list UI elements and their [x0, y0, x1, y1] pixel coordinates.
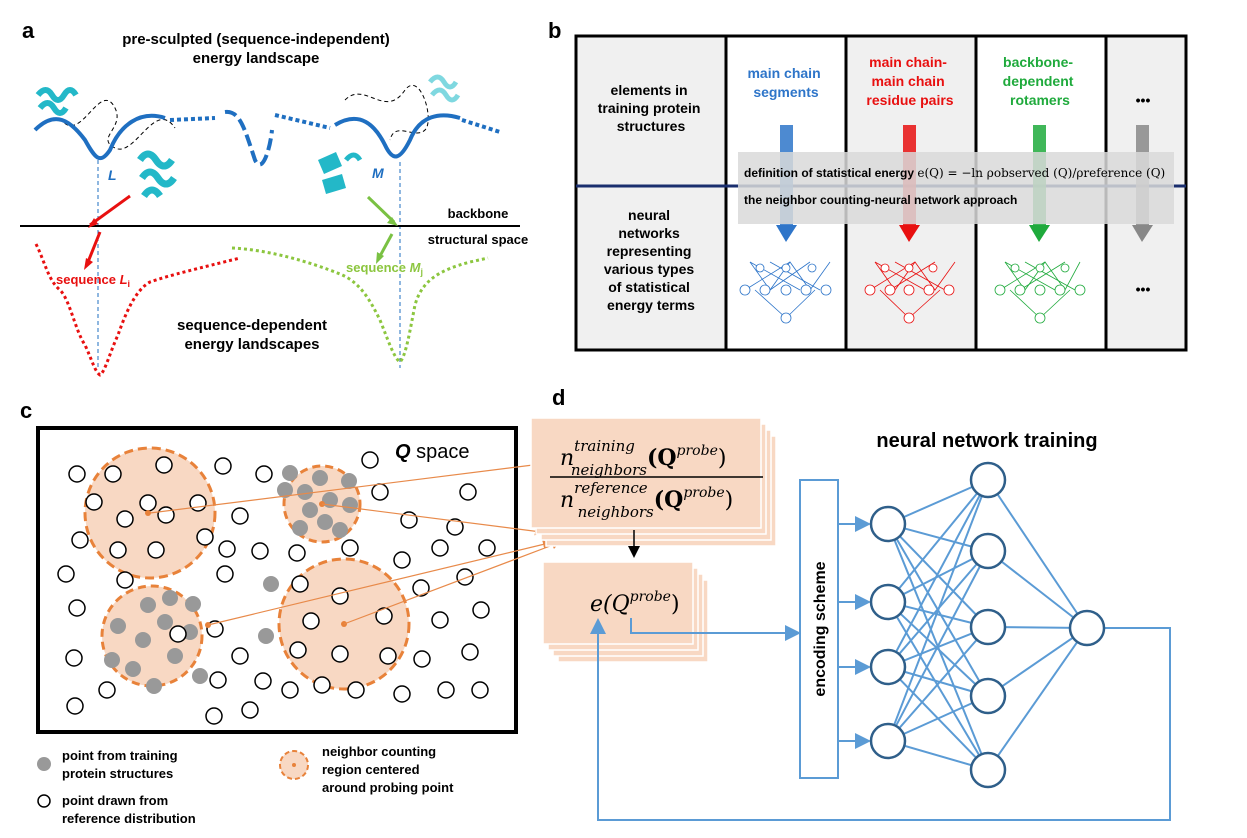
sequence-M-landscape — [231, 246, 489, 364]
ratio-box — [530, 417, 762, 529]
hidden-node — [969, 751, 1007, 789]
output-node — [1068, 609, 1106, 647]
panel-d-letter: d — [552, 385, 565, 410]
connection-lines — [149, 460, 561, 626]
sequence-L-landscape — [34, 243, 241, 377]
hidden-node — [969, 608, 1007, 646]
protein-icon-left — [35, 87, 79, 116]
gray-points — [104, 465, 358, 694]
panel-a-title-2: energy landscape — [193, 50, 320, 67]
legend-reference: point drawn from reference distribution — [62, 793, 196, 826]
feedback-lines — [590, 618, 1171, 821]
panel-b-letter: b — [548, 18, 561, 43]
protein-icon-L — [137, 150, 177, 199]
protein-icon-right — [428, 74, 461, 103]
energy-box — [542, 561, 694, 645]
panel-c-letter: c — [20, 398, 32, 423]
definition-band — [738, 152, 1174, 224]
panel-a-letter: a — [22, 18, 35, 43]
row2-label: neural networks representing various typ… — [604, 207, 698, 313]
panel-a-title-1: pre-sculpted (sequence-independent) — [122, 31, 390, 48]
panel-c: c Q space — [20, 398, 561, 826]
col-main-chain-segments: main chain segments — [747, 65, 824, 100]
encoding-label: encoding scheme — [812, 561, 829, 696]
seq-M-label: sequence Mj — [346, 260, 423, 277]
row1-label: elements in training protein structures — [598, 82, 705, 134]
hidden-node — [969, 461, 1007, 499]
seq-L-label: sequence Li — [56, 272, 130, 289]
approach-text: the neighbor counting-neural network app… — [744, 193, 1017, 207]
table-frame — [574, 34, 1188, 352]
q-space-label: Q space — [395, 441, 470, 463]
bottom-title-1: sequence-dependent — [177, 317, 327, 334]
col-residue-pairs: main chain- main chain residue pairs — [866, 54, 953, 108]
mini-nn-blue — [739, 261, 832, 324]
hidden-node — [969, 532, 1007, 570]
hidden-node — [969, 677, 1007, 715]
min-L-label: L — [108, 167, 117, 183]
axis-label-2: structural space — [428, 232, 528, 247]
legend-gray-dot — [37, 757, 51, 771]
min-M-label: M — [372, 165, 384, 181]
input-node — [869, 648, 907, 686]
row2-more: ••• — [1136, 281, 1151, 297]
mini-nn-red — [864, 261, 956, 324]
energy-text: e(Qprobe) — [590, 589, 680, 617]
panel-a: a pre-sculpted (sequence-independent) en… — [20, 18, 528, 377]
nn-title: neural network training — [876, 430, 1097, 452]
col-more: ••• — [1136, 92, 1151, 108]
sequence-independent-landscape — [33, 113, 166, 161]
input-node — [869, 583, 907, 621]
input-arrows — [838, 516, 871, 749]
mini-nn-green — [994, 261, 1086, 324]
input-node — [869, 722, 907, 760]
col-rotamers: backbone- dependent rotamers — [1003, 54, 1078, 108]
protein-icon-M — [318, 152, 363, 194]
axis-label-1: backbone — [448, 206, 509, 221]
legend-training: point from training protein structures — [62, 748, 181, 781]
definition-text: definition of statistical energy e(Q) = … — [744, 166, 1165, 180]
panel-b: b elements in training protein structure… — [548, 18, 1188, 352]
legend-open-dot — [37, 794, 51, 808]
input-node — [869, 505, 907, 543]
nn-nodes — [869, 461, 1106, 789]
legend-region-text: neighbor counting region centered around… — [322, 744, 454, 795]
bottom-title-2: energy landscapes — [184, 336, 319, 353]
